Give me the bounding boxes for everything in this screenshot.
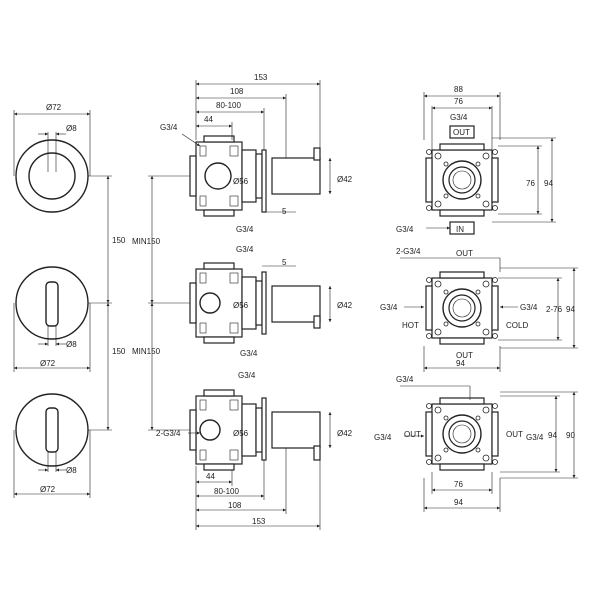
dim-dia8-top: Ø8 <box>66 124 77 133</box>
dim-dia8-bot: Ø8 <box>66 466 77 475</box>
trim-plate-outer <box>15 139 89 213</box>
g34-cold: G3/4 <box>520 303 538 312</box>
side-view-middle: G3/4 5 Ø56 Ø42 G3/4 <box>189 245 353 358</box>
label-out-right: OUT <box>506 430 523 439</box>
label-in: IN <box>456 225 464 234</box>
handle-body <box>271 285 321 323</box>
dia42-top: Ø42 <box>337 175 353 184</box>
dim-76-side: 76 <box>526 179 535 188</box>
lever-handle <box>45 281 59 327</box>
dim-108-top: 108 <box>230 87 244 96</box>
g34-in: G3/4 <box>396 225 414 234</box>
back-view-middle: 2-G3/4 OUT G3/4 HOT G3/4 COLD 2-76 94 OU… <box>380 247 578 372</box>
back-view-bottom: G3/4 G3/4 OUT OUT G3/4 94 90 76 94 <box>374 375 578 512</box>
g34-left-top: G3/4 <box>160 123 178 132</box>
dim-80-100-top: 80-100 <box>216 101 241 110</box>
dim-150-lower: 150 <box>112 347 126 356</box>
dim-90-side-bot: 90 <box>566 431 575 440</box>
dim-94-bottom-bot: 94 <box>454 498 463 507</box>
dim-min150-upper: MIN150 <box>132 237 161 246</box>
dim-dia8-mid: Ø8 <box>66 340 77 349</box>
front-view-bottom: Ø8 Ø72 <box>13 393 91 498</box>
wall-plate <box>261 271 267 335</box>
lever-handle <box>45 407 59 453</box>
spacing-dims: 150 150 MIN150 MIN150 <box>88 175 200 431</box>
dim-44-top: 44 <box>204 115 213 124</box>
dim-2-76: 2-76 <box>546 305 563 314</box>
g34-left-backbot: G3/4 <box>374 433 392 442</box>
dim-153-top: 153 <box>254 73 268 82</box>
dim-94-bottom-mid: 94 <box>456 359 465 368</box>
side-view-bottom: G3/4 2-G3/4 Ø56 Ø42 44 80-100 108 153 <box>156 371 353 530</box>
g34-out-top: G3/4 <box>450 113 468 122</box>
g34-hot: G3/4 <box>380 303 398 312</box>
handle-body <box>271 411 321 449</box>
g34-right-backbot: G3/4 <box>526 433 544 442</box>
dim-dia72-top: Ø72 <box>46 103 62 112</box>
dim5-top: 5 <box>282 207 287 216</box>
label-cold: COLD <box>506 321 528 330</box>
dim-44-bot: 44 <box>206 472 215 481</box>
dim-94-side-bot: 94 <box>548 431 557 440</box>
g34-bottom-top: G3/4 <box>236 225 254 234</box>
dim-80-100-bot: 80-100 <box>214 487 239 496</box>
label-out-left: OUT <box>404 430 421 439</box>
g34-top-mid: G3/4 <box>236 245 254 254</box>
front-view-top: Ø72 Ø8 <box>13 103 91 213</box>
dia56-bot: Ø56 <box>233 429 249 438</box>
g34-2-out-mid: 2-G3/4 <box>396 247 421 256</box>
trim-plate-inner <box>28 152 76 200</box>
trim-plate-outer <box>15 393 89 467</box>
dim5-mid: 5 <box>282 258 287 267</box>
g34-left-bot: 2-G3/4 <box>156 429 181 438</box>
label-out-bottom-mid: OUT <box>456 351 473 360</box>
side-view-top: 153 108 80-100 44 G3/4 Ø56 Ø42 G3/4 5 <box>160 73 353 234</box>
dim-94-side-mid: 94 <box>566 305 575 314</box>
dia56-mid: Ø56 <box>233 301 249 310</box>
dim-dia72-mid: Ø72 <box>40 359 56 368</box>
label-hot: HOT <box>402 321 419 330</box>
dim-94-side-top: 94 <box>544 179 553 188</box>
g34-bottom-mid: G3/4 <box>240 349 258 358</box>
dim-min150-lower: MIN150 <box>132 347 161 356</box>
dia42-bot: Ø42 <box>337 429 353 438</box>
front-view-middle: Ø8 Ø72 <box>13 266 91 372</box>
wall-plate <box>261 397 267 461</box>
dim-dia72-bot: Ø72 <box>40 485 56 494</box>
dim-88: 88 <box>454 85 463 94</box>
dim-153-bot: 153 <box>252 517 266 526</box>
dim-76-bottom-bot: 76 <box>454 480 463 489</box>
dim-108-bot: 108 <box>228 501 242 510</box>
g34-top-backbot: G3/4 <box>396 375 414 384</box>
dim-76-top: 76 <box>454 97 463 106</box>
g34-top-bot: G3/4 <box>238 371 256 380</box>
dia42-mid: Ø42 <box>337 301 353 310</box>
dim-150-upper: 150 <box>112 236 126 245</box>
dia56-top: Ø56 <box>233 177 249 186</box>
wall-plate <box>261 149 267 213</box>
trim-plate-outer <box>15 266 89 340</box>
handle-body <box>271 157 321 195</box>
label-out-top: OUT <box>453 128 470 137</box>
label-out-top-mid: OUT <box>456 249 473 258</box>
back-view-top: 88 76 G3/4 OUT 76 94 G3/4 IN <box>396 85 556 235</box>
